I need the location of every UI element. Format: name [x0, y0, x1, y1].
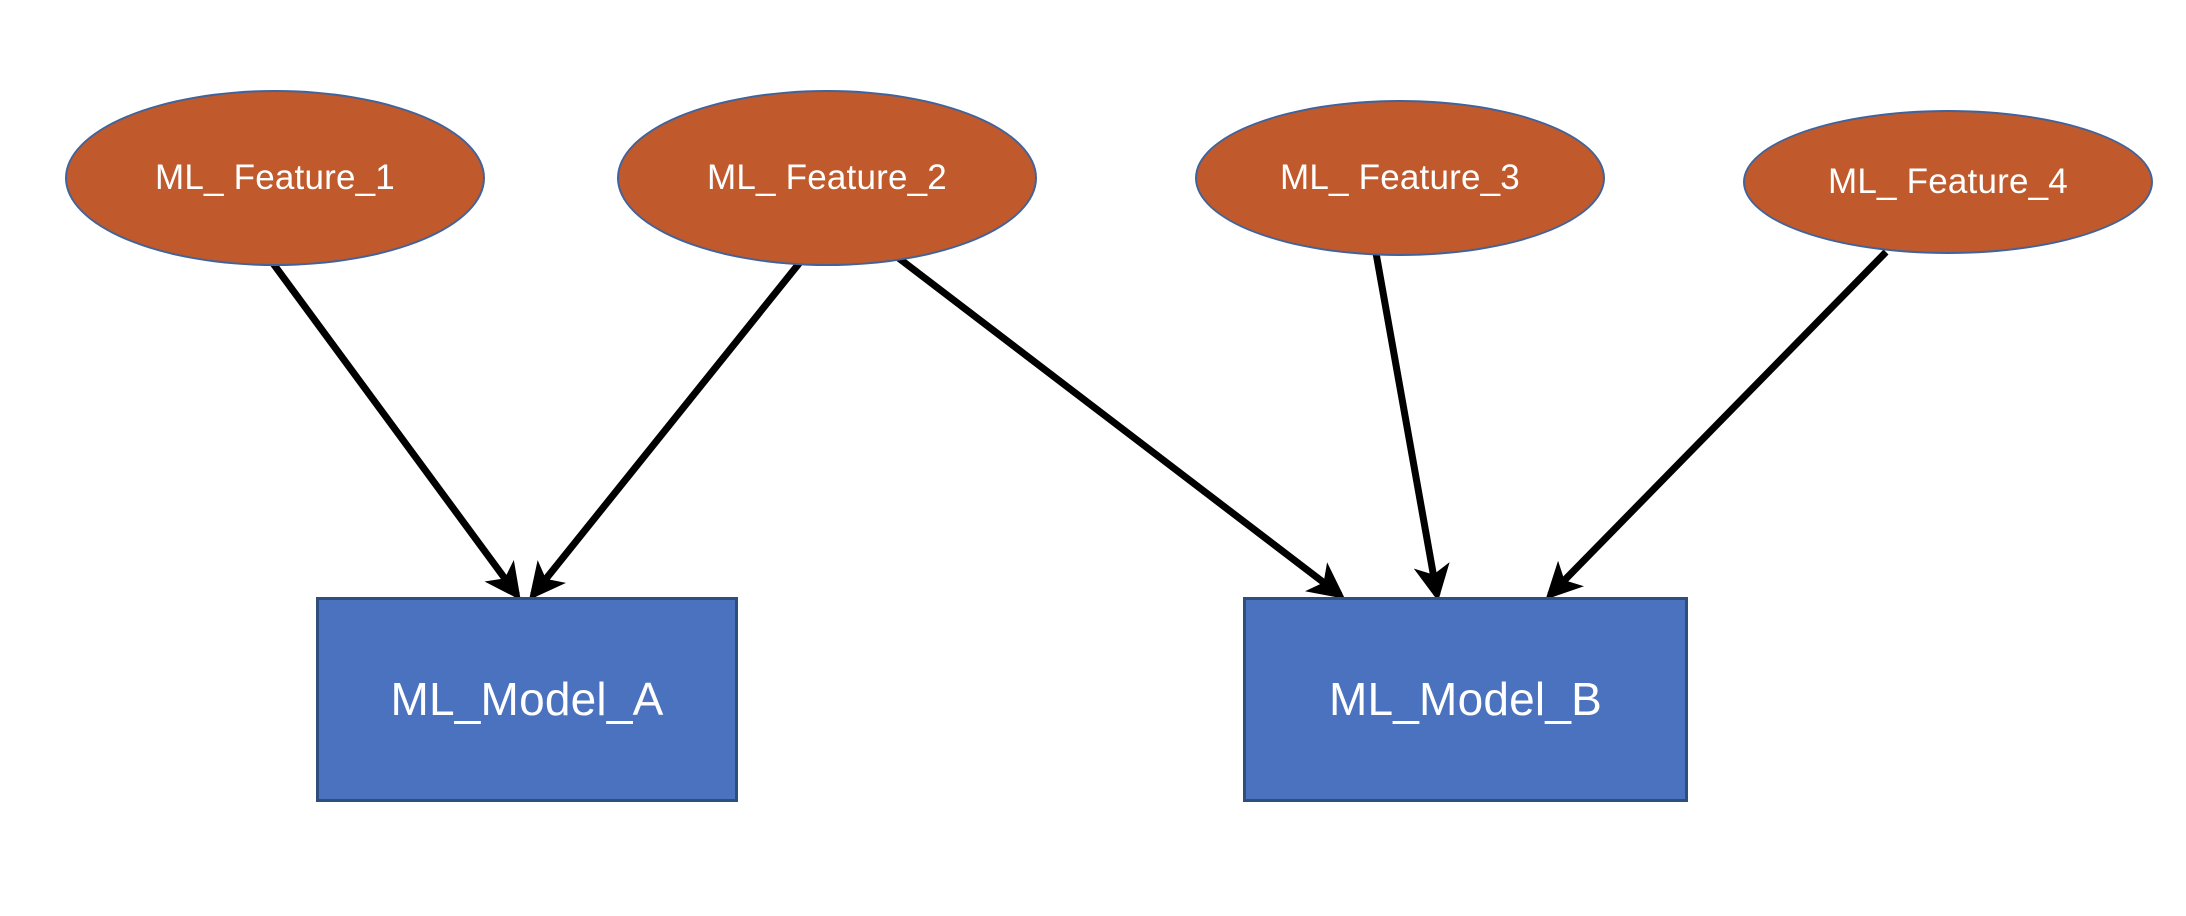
node-feature-4[interactable]: ML_ Feature_4	[1743, 110, 2153, 254]
node-feature-3[interactable]: ML_ Feature_3	[1195, 100, 1605, 256]
node-feature-3-label: ML_ Feature_3	[1280, 157, 1520, 197]
node-model-a-label: ML_Model_A	[390, 673, 664, 726]
edge-f2-a	[529, 253, 808, 600]
node-feature-2[interactable]: ML_ Feature_2	[617, 90, 1037, 266]
node-model-b-label: ML_Model_B	[1328, 673, 1603, 726]
edges-group	[269, 247, 1889, 602]
edge-f3-b	[1372, 252, 1450, 602]
node-feature-1[interactable]: ML_ Feature_1	[65, 90, 485, 266]
node-model-a[interactable]: ML_Model_A	[316, 597, 738, 802]
edge-f2-b	[885, 247, 1346, 599]
node-feature-4-label: ML_ Feature_4	[1828, 161, 2068, 201]
node-model-b[interactable]: ML_Model_B	[1243, 597, 1688, 802]
node-feature-1-label: ML_ Feature_1	[155, 157, 395, 197]
node-feature-2-label: ML_ Feature_2	[707, 157, 947, 197]
edge-f4-b	[1545, 249, 1889, 600]
edge-f1-a	[269, 259, 521, 601]
